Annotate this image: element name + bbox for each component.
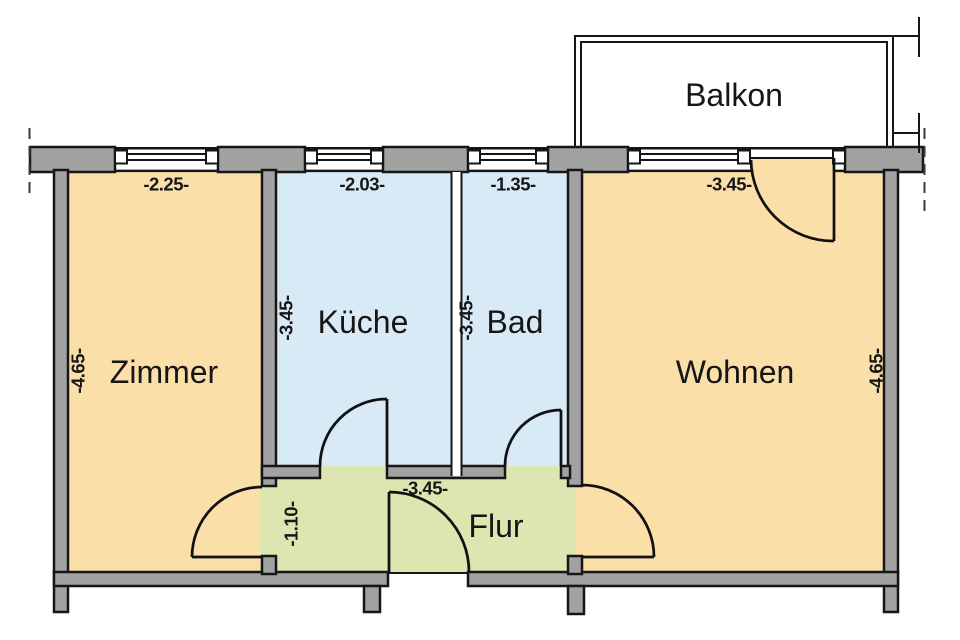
window-wohnen-end-left (627, 149, 641, 165)
wall-right-outer (882, 168, 900, 614)
dim-flur-width: -3.45- (402, 478, 448, 499)
bad-label: Bad (487, 304, 544, 340)
windows (114, 149, 846, 165)
balkon-label: Balkon (685, 77, 783, 113)
wall-zimmer-kueche (260, 168, 278, 488)
window-wohnen-end-right (737, 149, 751, 165)
bad-floor (460, 170, 568, 478)
wall-pier-top-5 (843, 145, 925, 174)
balcony-door (749, 158, 836, 243)
zimmer-label: Zimmer (110, 354, 219, 390)
zimmer-door (190, 485, 263, 559)
dim-kueche-width: -2.03- (339, 174, 385, 195)
balcony-rail-inner (580, 41, 888, 147)
wall-bad-flur (385, 464, 507, 480)
walls (28, 145, 925, 616)
wall-pier-top-3 (381, 145, 470, 174)
wall-pier-bottom-2 (566, 584, 586, 616)
partition-kueche-bad (450, 172, 463, 476)
dim-flur-height: -1.10- (281, 501, 302, 547)
wohnen-door (581, 483, 656, 559)
dim-bad-width: -1.35- (490, 174, 536, 195)
wall-bad-door-jamb (559, 464, 572, 480)
room-labels: Zimmer Küche Bad Wohnen Flur Balkon (110, 77, 795, 544)
balcony-door-threshold (751, 157, 834, 172)
wall-pier-top-2 (216, 145, 307, 174)
wall-kueche-flur (260, 464, 322, 480)
window-zimmer-end-right (205, 149, 219, 165)
balcony-rail-outer (574, 35, 919, 147)
kueche-floor (264, 170, 452, 478)
wall-bottom-left (52, 570, 390, 588)
dim-wohnen-height: -4.65- (866, 348, 887, 394)
wall-bad-wohnen (566, 168, 584, 488)
partition-fill (452, 172, 461, 476)
window-zimmer-end-left (114, 149, 128, 165)
bad-door (503, 408, 563, 467)
dim-bad-height: -3.45- (456, 295, 477, 341)
partition-edges (450, 172, 463, 476)
dimension-labels: -2.25- -2.03- -1.35- -3.45- -3.45- -4.65… (68, 174, 887, 547)
wall-pier-top-4 (546, 145, 630, 174)
dim-zimmer-width: -2.25- (143, 174, 189, 195)
window-kueche-glass (317, 153, 371, 161)
wall-bottom-right (466, 570, 900, 588)
kueche-door (318, 397, 389, 467)
dim-wohnen-width: -3.45- (706, 174, 752, 195)
balcony (574, 17, 920, 153)
wall-pier-top-1 (28, 145, 117, 174)
wall-zimmer-door-stub (260, 554, 278, 576)
wall-pier-bottom-1 (362, 584, 382, 614)
window-bad-end-left (467, 149, 481, 165)
wohnen-floor (575, 170, 884, 574)
flur-floor (260, 466, 575, 574)
wall-wohnen-door-stub (566, 554, 584, 576)
doors (190, 158, 836, 573)
dim-zimmer-height: -4.65- (68, 348, 89, 394)
window-kueche-end-left (304, 149, 318, 165)
window-kueche-end-right (370, 149, 384, 165)
window-wohnen-glass (640, 153, 738, 161)
window-bad-glass (480, 153, 536, 161)
zimmer-floor (66, 170, 263, 574)
wall-left-outer (52, 168, 70, 614)
balcony-dimension-ticks (893, 17, 920, 153)
kueche-label: Küche (318, 304, 409, 340)
window-bad-end-right (535, 149, 549, 165)
window-zimmer-glass (127, 153, 206, 161)
entrance-door (387, 490, 471, 573)
wohnen-label: Wohnen (676, 354, 795, 390)
room-fills (66, 157, 884, 574)
flur-label: Flur (468, 508, 523, 544)
dim-kueche-height: -3.45- (276, 295, 297, 341)
